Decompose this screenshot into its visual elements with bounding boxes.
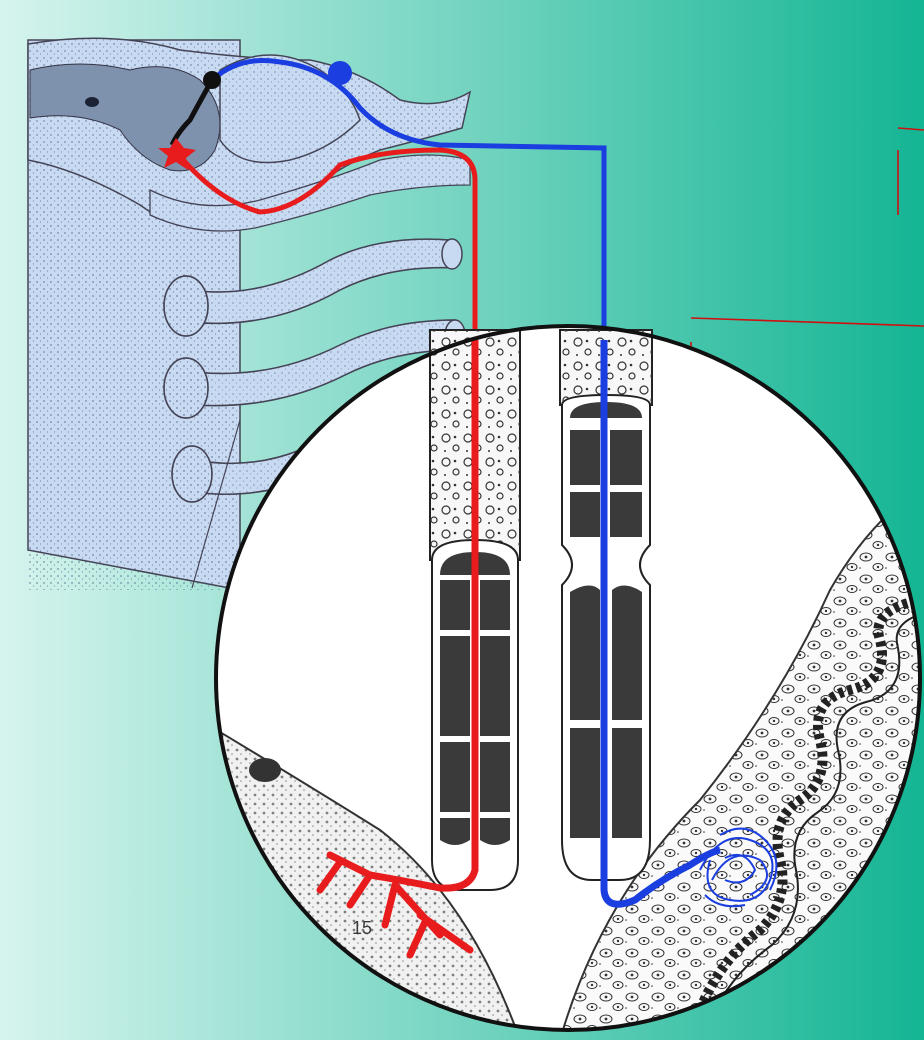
sensory-ganglion-cell-icon [328,61,352,85]
interneuron-cell-icon [203,71,221,89]
page-number: 15 [352,918,372,939]
